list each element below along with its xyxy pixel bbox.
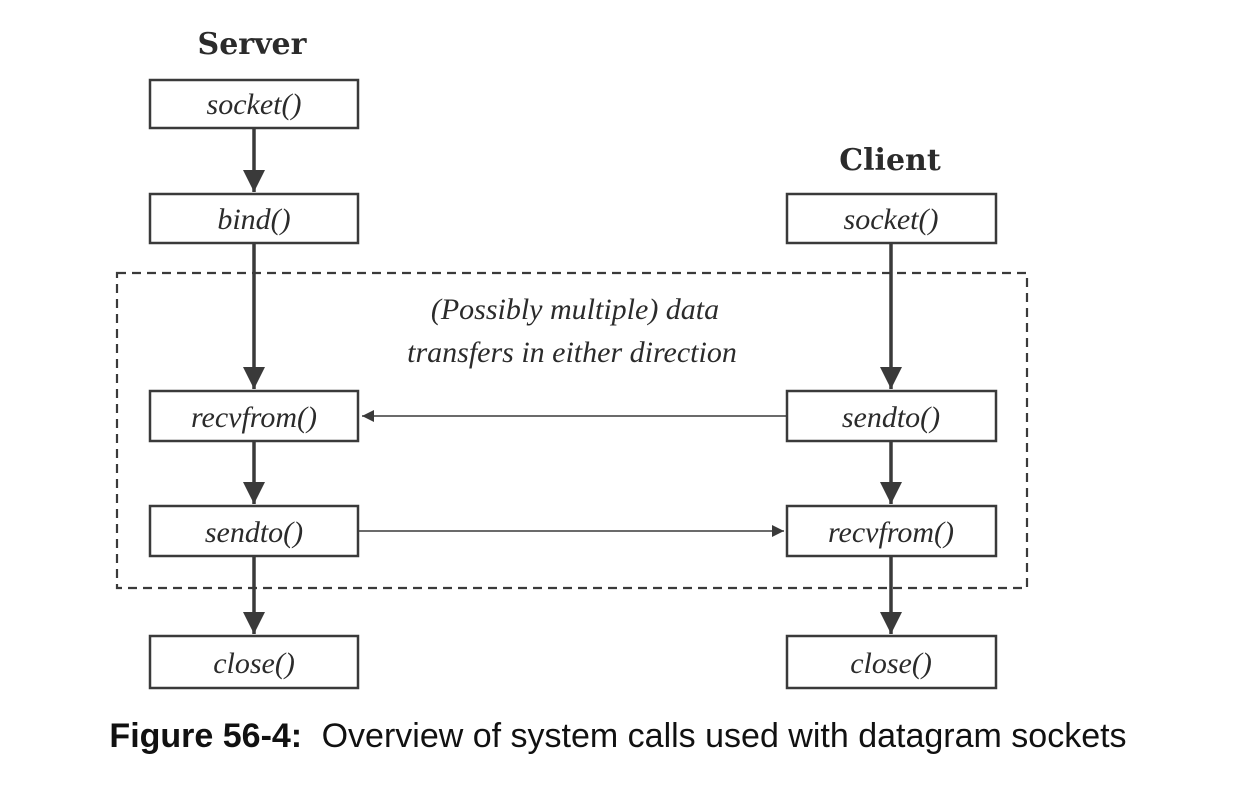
server-recvfrom-box: recvfrom() (148, 389, 360, 443)
server-bind-label: bind() (217, 203, 290, 236)
figure-caption-text: Overview of system calls used with datag… (322, 717, 1127, 755)
figure-caption-label: Figure 56-4: (109, 717, 302, 755)
client-sendto-box: sendto() (785, 389, 998, 443)
server-bind-box: bind() (148, 192, 360, 245)
server-close-label: close() (213, 647, 295, 680)
client-recvfrom-box: recvfrom() (785, 504, 998, 558)
server-socket-label: socket() (207, 88, 302, 121)
client-socket-label: socket() (844, 203, 939, 236)
loop-note-line-1: (Possibly multiple) data (431, 293, 719, 326)
data-transfer-region (115, 271, 1029, 590)
client-close-box: close() (785, 634, 998, 690)
figure-caption: Figure 56-4: Overview of system calls us… (109, 717, 1126, 755)
server-sendto-label: sendto() (205, 516, 303, 549)
client-sendto-label: sendto() (842, 401, 940, 434)
server-sendto-box: sendto() (148, 504, 360, 558)
server-socket-box: socket() (148, 78, 360, 130)
server-recvfrom-label: recvfrom() (191, 401, 317, 434)
client-heading: Client (839, 143, 941, 178)
client-close-label: close() (850, 647, 932, 680)
server-close-box: close() (148, 634, 360, 690)
client-recvfrom-label: recvfrom() (828, 516, 954, 549)
client-socket-box: socket() (785, 192, 998, 245)
server-heading: Server (198, 27, 308, 62)
loop-note-line-2: transfers in either direction (407, 336, 737, 369)
